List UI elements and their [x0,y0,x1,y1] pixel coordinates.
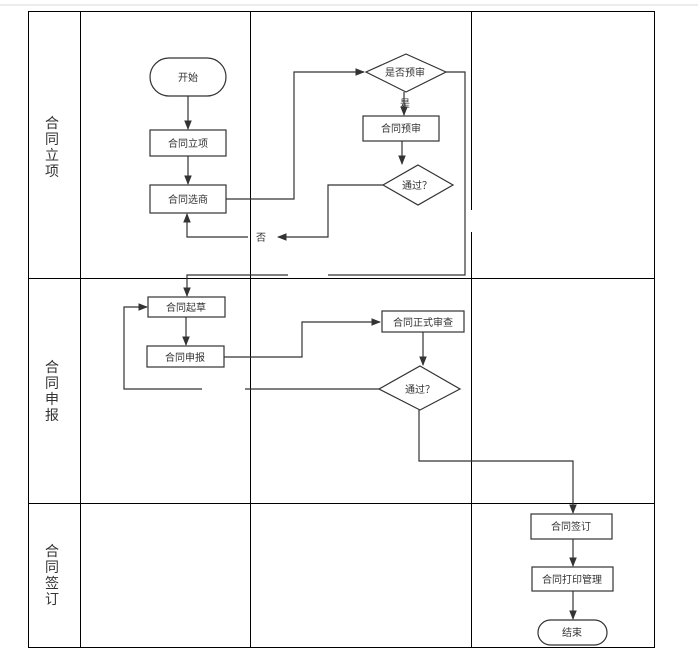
lane-label-char: 申 [45,392,59,408]
lane-label-char: 立 [45,148,59,164]
contract-vendor-selection-label: 合同选商 [168,193,208,206]
lane-label-char: 签 [45,575,59,592]
connectors [123,68,577,620]
contract-initiation-box [149,129,227,157]
end-label: 结束 [562,626,582,639]
lane-label-char: 同 [45,132,59,148]
pre-review-decision-label: 是否预审 [385,66,425,79]
lane-label-char: 项 [45,164,59,180]
lane-label-char: 订 [45,592,59,608]
lane-label-char: 报 [45,408,59,424]
edge-label-yes: 是 [400,98,410,110]
start-label: 开始 [178,71,198,84]
edge-no-label-to-vendor-selection [183,213,248,238]
lane-label-submission: 合 同 申 报 [45,360,59,424]
contract-pre-review-label: 合同预审 [381,122,421,135]
lane-label-char: 同 [45,560,59,576]
contract-vendor-selection-box [149,184,227,214]
contract-signing-box [530,513,613,540]
lane-label-char: 同 [45,376,59,392]
contract-pre-review-box [362,115,440,142]
start-terminator [149,57,227,97]
edge-vendor-selection-to-pre-review-decision [226,68,365,200]
approved-decision-2-diamond [377,365,462,411]
node-labels: 开始 合同立项 合同选商 是否预审 合同预审 通过？ 合同起草 合同申报 合同正… [165,66,602,639]
contract-submission-box [146,345,225,368]
lane-label-initiation: 合 同 立 项 [45,116,59,180]
contract-print-management-box [531,566,614,592]
edge-submission-to-formal-review [224,318,381,358]
approved-decision-2-label: 通过？ [405,383,435,396]
formal-review-label: 合同正式审查 [393,316,453,329]
swimlane-grid [28,11,655,648]
contract-submission-label: 合同申报 [165,351,205,364]
lane-label-signing: 合 同 签 订 [45,544,59,608]
edge-approved-2-no-to-drafting-continued [123,303,202,390]
edge-label-no: 否 [256,232,266,244]
lane-label-char: 合 [45,116,59,132]
edge-approved-1-no-to-label [277,184,383,241]
contract-initiation-label: 合同立项 [168,137,208,150]
contract-drafting-box [147,296,226,318]
lane-label-char: 合 [45,360,59,376]
approved-decision-1-diamond [381,164,455,206]
contract-signing-label: 合同签订 [551,520,591,533]
end-terminator [537,619,608,646]
edge-pre-review-decision-no-to-drafting-continued [183,274,288,297]
formal-review-box [381,310,465,333]
pre-review-decision-diamond [364,53,448,93]
edge-approved-2-to-signing [418,410,577,514]
nodes [146,53,614,646]
edge-pre-review-decision-no-to-drafting [328,71,466,276]
lane-label-char: 合 [45,544,59,560]
contract-drafting-label: 合同起草 [166,301,206,314]
contract-print-management-label: 合同打印管理 [542,573,602,586]
approved-decision-1-label: 通过？ [402,179,432,192]
grid-outer-border [28,11,655,648]
